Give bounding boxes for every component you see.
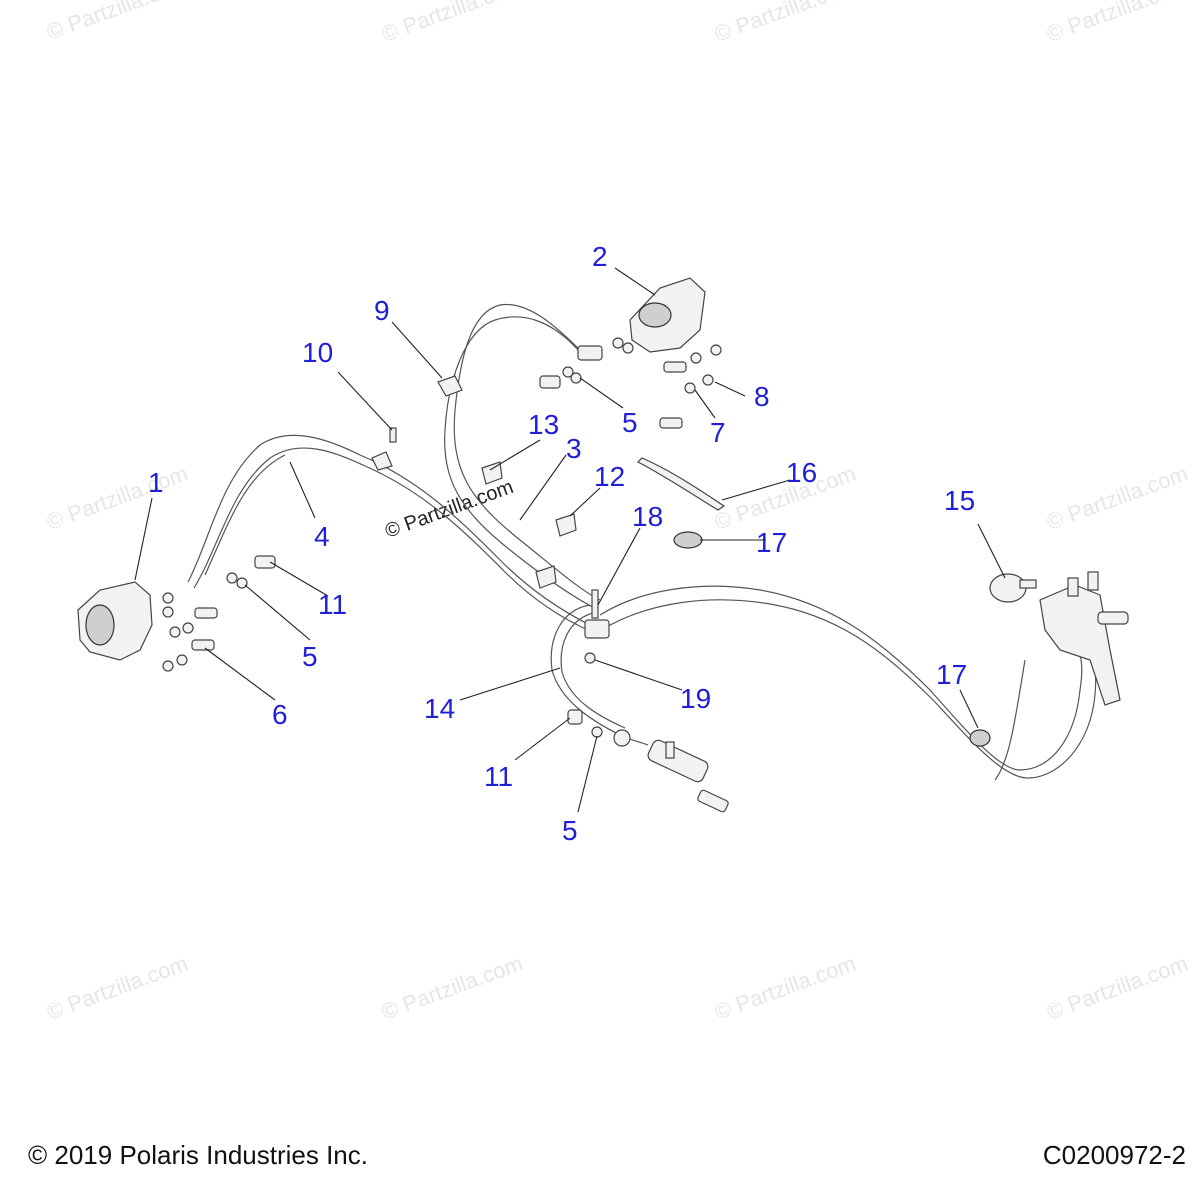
clamp-17-upper <box>673 531 703 549</box>
callout-18: 18 <box>632 501 663 532</box>
watermark: © Partzilla.com <box>1043 461 1191 535</box>
watermark: © Partzilla.com <box>1043 0 1191 47</box>
watermark-layer: © Partzilla.com © Partzilla.com © Partzi… <box>43 0 1191 1025</box>
watermark: © Partzilla.com <box>711 0 859 47</box>
callout-6: 6 <box>272 699 288 730</box>
callout-5: 5 <box>302 641 318 672</box>
rear-master-cylinder <box>1019 571 1129 706</box>
watermark: © Partzilla.com <box>378 951 526 1025</box>
copyright-text: © 2019 Polaris Industries Inc. <box>28 1140 368 1170</box>
watermark: © Partzilla.com <box>378 0 526 47</box>
callout-10: 10 <box>302 337 333 368</box>
callout-5: 5 <box>622 407 638 438</box>
callout-13: 13 <box>528 409 559 440</box>
callout-3: 3 <box>566 433 582 464</box>
watermark: © Partzilla.com <box>43 951 191 1025</box>
washer-upper <box>570 372 582 384</box>
screw-10 <box>389 427 397 443</box>
washer-upper <box>562 366 574 378</box>
callout-labels: 1 2 3 4 5 5 5 6 7 8 9 10 11 11 12 13 14 … <box>148 241 975 846</box>
callout-14: 14 <box>424 693 455 724</box>
callout-11: 11 <box>484 761 513 792</box>
watermark: © Partzilla.com <box>43 461 191 535</box>
brake-hoses <box>187 303 1097 781</box>
callout-12: 12 <box>594 461 625 492</box>
strap-16 <box>636 457 726 511</box>
callout-11: 11 <box>318 589 347 620</box>
watermark: © Partzilla.com <box>1043 951 1191 1025</box>
diagram-code: C0200972-2 <box>1042 1140 1186 1170</box>
callout-19: 19 <box>680 683 711 714</box>
banjo-bolt-lower <box>567 709 583 725</box>
washers-left <box>226 572 248 589</box>
leader-lines <box>134 267 1006 813</box>
callout-16: 16 <box>786 457 817 488</box>
callout-7: 7 <box>710 417 726 448</box>
callout-17: 17 <box>756 527 787 558</box>
callout-8: 8 <box>754 381 770 412</box>
washer-lower <box>613 729 631 747</box>
caliper-bolts-left <box>162 607 218 672</box>
clip-lower <box>535 565 557 589</box>
left-brake-caliper <box>77 581 174 661</box>
callout-17: 17 <box>936 659 967 690</box>
clip-10 <box>371 451 393 471</box>
callout-1: 1 <box>148 467 164 498</box>
hose-fitting-upper <box>577 345 603 361</box>
banjo-bolt-left <box>254 555 276 569</box>
clip-9 <box>437 375 463 397</box>
callout-5: 5 <box>562 815 578 846</box>
watermark: © Partzilla.com <box>711 951 859 1025</box>
caliper-bolts-right <box>659 344 722 429</box>
clip-12 <box>555 513 577 537</box>
washer-lower <box>591 726 603 738</box>
callout-2: 2 <box>592 241 608 272</box>
banjo-bolt-upper <box>539 375 561 389</box>
clip-13 <box>481 461 503 485</box>
callout-9: 9 <box>374 295 390 326</box>
callout-4: 4 <box>314 521 330 552</box>
clamp-17-lower <box>969 729 991 747</box>
right-brake-caliper <box>612 277 706 354</box>
watermark: © Partzilla.com <box>43 0 191 45</box>
washer-19 <box>584 652 596 664</box>
parts <box>77 277 1129 813</box>
callout-15: 15 <box>944 485 975 516</box>
lower-master-cylinder <box>647 739 729 813</box>
